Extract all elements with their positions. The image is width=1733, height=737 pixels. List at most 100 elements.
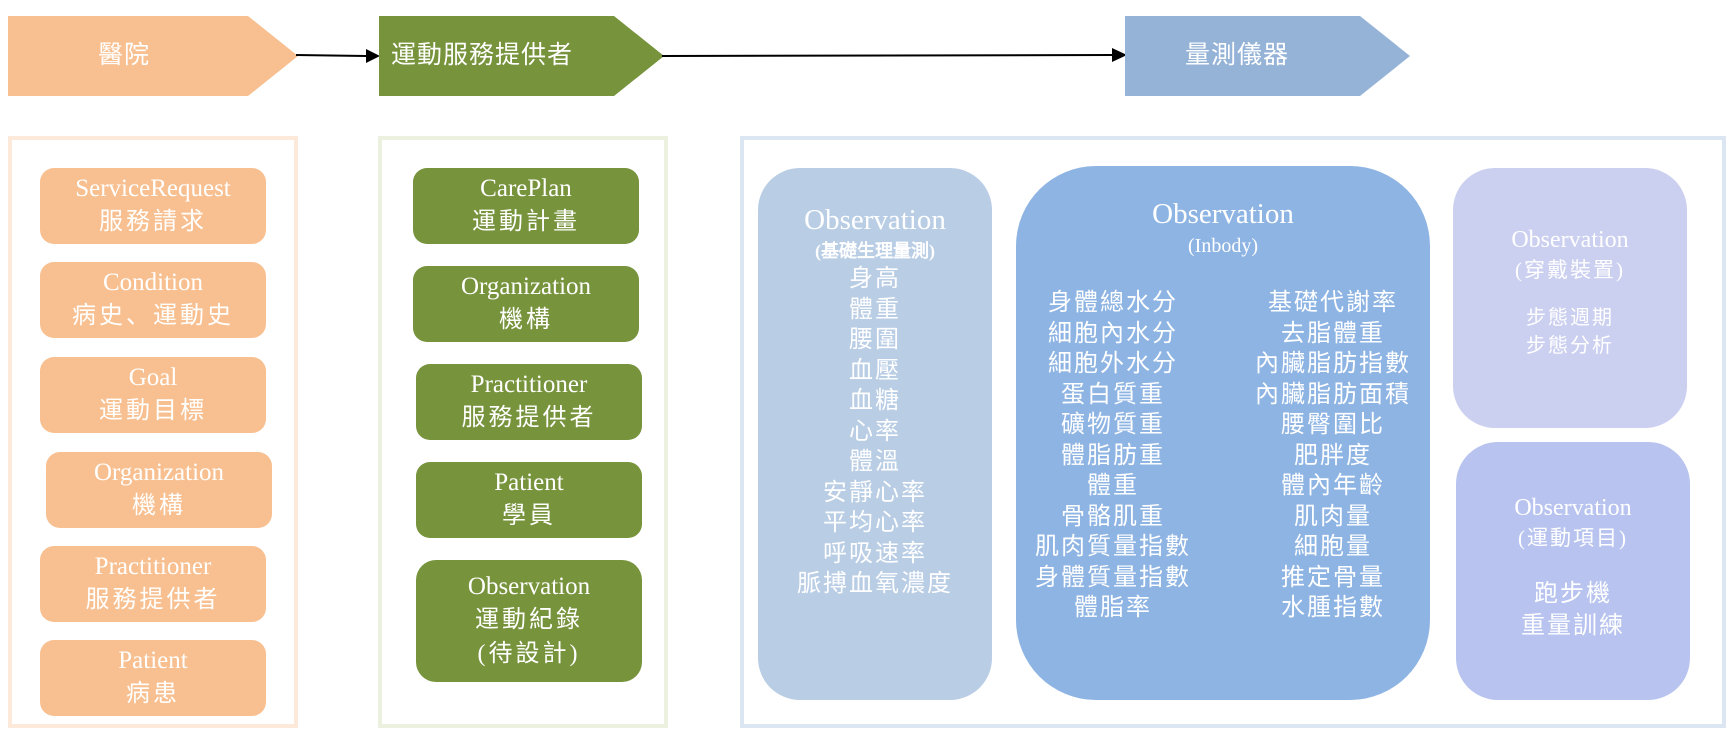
- arrow-right-icon: [295, 49, 380, 63]
- stage-label: 醫院: [98, 42, 151, 69]
- stage-label: 量測儀器: [1185, 42, 1290, 69]
- resource-card-patient: Patient 病患: [40, 640, 266, 716]
- resource-desc: 病史、運動史: [72, 303, 234, 329]
- resource-desc: 運動計畫: [472, 209, 580, 235]
- observation-item: 血壓: [849, 357, 901, 384]
- observation-item: 跑步機: [1534, 581, 1612, 607]
- resource-desc: 機構: [499, 307, 553, 333]
- observation-item: 身體質量指數: [1035, 564, 1191, 591]
- observation-item: 肌肉質量指數: [1035, 534, 1191, 560]
- chevron-shape: [379, 16, 664, 96]
- chevron-shape: [1125, 16, 1410, 96]
- observation-item: 蛋白質重: [1061, 381, 1165, 408]
- resource-desc: 學員: [502, 503, 556, 529]
- resource-name: Observation: [467, 573, 591, 600]
- observation-item-list: 步態週期步態分析: [1453, 304, 1687, 360]
- resource-name: Practitioner: [94, 553, 212, 580]
- stage-exercise-provider: 運動服務提供者: [379, 16, 664, 96]
- observation-item-list-right: 基礎代謝率去脂體重內臟脂肪指數內臟脂肪面積腰臀圍比肥胖度體內年齡肌肉量細胞量推定…: [1243, 288, 1423, 624]
- observation-subtitle: (運動項目): [1518, 526, 1628, 550]
- observation-item: 細胞量: [1294, 534, 1372, 560]
- observation-item: 體溫: [849, 449, 901, 475]
- resource-desc: 服務請求: [99, 209, 207, 235]
- observation-item: 肌肉量: [1294, 503, 1372, 530]
- observation-item: 心率: [849, 418, 901, 445]
- hospital-panel: ServiceRequest 服務請求 Condition 病史、運動史 Goa…: [8, 136, 298, 728]
- resource-name: Organization: [460, 273, 592, 300]
- resource-note: (待設計): [477, 641, 581, 667]
- observation-item: 推定骨量: [1281, 564, 1385, 591]
- observation-item: 身高: [849, 266, 901, 292]
- resource-desc: 服務提供者: [461, 405, 597, 431]
- resource-card-goal: Goal 運動目標: [40, 357, 266, 433]
- observation-item: 體內年齡: [1281, 473, 1385, 499]
- observation-title: Observation: [1511, 227, 1629, 253]
- observation-title: Observation: [804, 204, 946, 236]
- stage-label: 運動服務提供者: [391, 42, 574, 69]
- observation-exercise: Observation (運動項目) 跑步機重量訓練: [1456, 442, 1690, 700]
- observation-item-list: 跑步機重量訓練: [1456, 578, 1690, 642]
- device-panel: Observation (基礎生理量測) 身高體重腰圍血壓血糖心率體溫安靜心率平…: [740, 136, 1726, 728]
- observation-item: 體重: [849, 296, 901, 323]
- resource-name: ServiceRequest: [75, 175, 231, 202]
- provider-panel: CarePlan 運動計畫 Organization 機構 Practition…: [378, 136, 668, 728]
- resource-name: Practitioner: [470, 371, 588, 398]
- resource-desc: 運動紀錄: [475, 607, 583, 633]
- observation-subtitle: (Inbody): [1188, 235, 1258, 257]
- resource-card-organization: Organization 機構: [46, 452, 272, 528]
- observation-inbody: Observation (Inbody) 身體總水分細胞內水分細胞外水分蛋白質重…: [1016, 166, 1430, 700]
- observation-item: 腰圍: [849, 327, 901, 353]
- resource-card-organization: Organization 機構: [413, 266, 639, 342]
- observation-item: 平均心率: [823, 510, 927, 536]
- observation-title: Observation: [1152, 198, 1294, 230]
- resource-name: Condition: [102, 269, 203, 296]
- resource-card-condition: Condition 病史、運動史: [40, 262, 266, 338]
- observation-item: 骨骼肌重: [1061, 503, 1165, 530]
- observation-item: 血糖: [849, 388, 901, 414]
- observation-item: 體脂肪重: [1061, 442, 1165, 469]
- resource-desc: 服務提供者: [85, 587, 221, 613]
- resource-card-patient: Patient 學員: [416, 462, 642, 538]
- observation-item: 內臟脂肪面積: [1255, 381, 1411, 408]
- chevron-shape: [8, 16, 298, 96]
- observation-item-list-left: 身體總水分細胞內水分細胞外水分蛋白質重礦物質重體脂肪重體重骨骼肌重肌肉質量指數身…: [1023, 288, 1203, 624]
- observation-item: 步態分析: [1526, 335, 1614, 357]
- flow-arrow: [661, 48, 1127, 69]
- observation-wearable: Observation (穿戴裝置) 步態週期步態分析: [1453, 168, 1687, 428]
- observation-item: 肥胖度: [1294, 442, 1372, 469]
- resource-name: Goal: [128, 364, 178, 391]
- resource-desc: 機構: [132, 493, 186, 519]
- observation-item: 水腫指數: [1281, 595, 1385, 621]
- observation-item: 細胞外水分: [1048, 351, 1178, 377]
- observation-item: 腰臀圍比: [1281, 412, 1385, 438]
- observation-basic-vitals: Observation (基礎生理量測) 身高體重腰圍血壓血糖心率體溫安靜心率平…: [758, 168, 992, 700]
- observation-item: 呼吸速率: [823, 540, 927, 567]
- observation-item: 身體總水分: [1048, 290, 1178, 316]
- observation-item: 脈搏血氧濃度: [797, 571, 953, 597]
- resource-name: CarePlan: [480, 175, 572, 202]
- resource-card-servicerequest: ServiceRequest 服務請求: [40, 168, 266, 244]
- observation-item-list: 身高體重腰圍血壓血糖心率體溫安靜心率平均心率呼吸速率脈搏血氧濃度: [758, 264, 992, 600]
- resource-name: Organization: [93, 459, 225, 486]
- observation-title: Observation: [1514, 495, 1632, 521]
- observation-item: 礦物質重: [1061, 412, 1165, 438]
- arrow-right-icon: [661, 48, 1127, 62]
- observation-item: 體重: [1087, 473, 1139, 499]
- observation-subtitle: (穿戴裝置): [1515, 258, 1625, 282]
- resource-name: Patient: [494, 469, 564, 496]
- resource-name: Patient: [118, 647, 188, 674]
- observation-subtitle: (基礎生理量測): [815, 241, 935, 261]
- observation-item: 步態週期: [1526, 307, 1614, 329]
- observation-item: 內臟脂肪指數: [1255, 351, 1411, 377]
- stage-measurement-device: 量測儀器: [1125, 16, 1410, 96]
- observation-item: 基礎代謝率: [1268, 290, 1398, 316]
- flow-arrow: [295, 48, 380, 69]
- resource-desc: 運動目標: [99, 398, 207, 424]
- resource-card-observation: Observation 運動紀錄 (待設計): [416, 560, 642, 682]
- observation-item: 細胞內水分: [1048, 320, 1178, 347]
- observation-item: 安靜心率: [823, 479, 927, 506]
- resource-card-practitioner: Practitioner 服務提供者: [416, 364, 642, 440]
- observation-item: 體脂率: [1074, 595, 1152, 621]
- stage-hospital: 醫院: [8, 16, 298, 96]
- resource-card-careplan: CarePlan 運動計畫: [413, 168, 639, 244]
